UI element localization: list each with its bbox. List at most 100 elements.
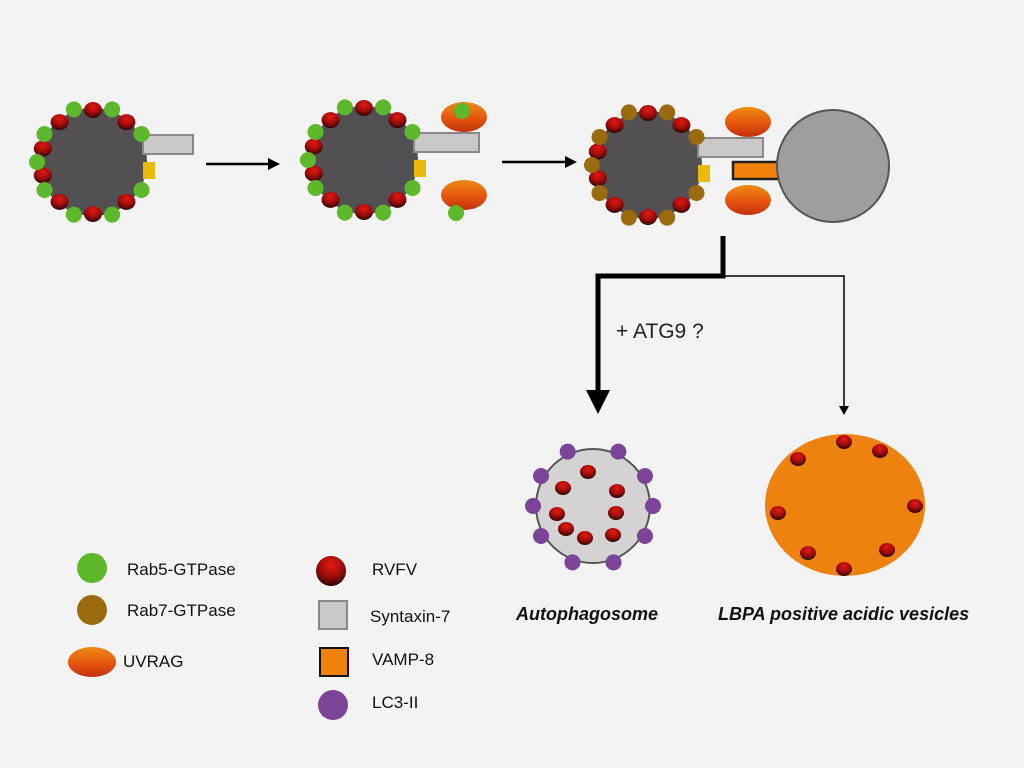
rvfv-particle (84, 102, 102, 118)
lbpa-vesicle-body (765, 434, 925, 576)
lc3-ii-dot (605, 554, 622, 571)
legend-label-vamp8: VAMP-8 (372, 650, 435, 669)
rab5-gtpase-dot (336, 99, 353, 116)
branch-arrow-autophagosome (586, 236, 726, 414)
uvrag-protein (441, 180, 487, 210)
lc3-ii-dot (645, 498, 661, 514)
rab7-gtpase-dot (688, 185, 705, 201)
lc3-ii-dot (559, 443, 576, 460)
rvfv-particle (770, 506, 786, 520)
rab7-gtpase-dot (584, 157, 600, 173)
rab7-gtpase-dot (659, 104, 676, 121)
rvfv-particle (33, 167, 52, 184)
rab5-gtpase-dot (404, 180, 421, 196)
rab7-gtpase-dot (620, 209, 637, 226)
endosome-body (310, 106, 418, 214)
stage-2-uvrag-endosome (300, 99, 487, 221)
rvfv-particle (608, 506, 624, 520)
rvfv-particle (321, 191, 340, 208)
rab5-gtpase-dot (133, 126, 150, 142)
lc3-ii-dot (636, 468, 653, 484)
uvrag-protein (725, 185, 771, 215)
rvfv-particle (605, 117, 624, 134)
rab5-legend-icon (77, 553, 107, 583)
rvfv-particle (872, 444, 888, 458)
autophagosome-label: Autophagosome (516, 604, 658, 624)
rvfv-particle (605, 196, 624, 213)
rab5-gtpase-dot (104, 101, 121, 118)
syntaxin-7-legend-icon (318, 600, 348, 630)
rab5-gtpase-dot (375, 204, 392, 221)
vamp-8-bar (731, 160, 781, 181)
yellow-tag (414, 160, 426, 177)
rvfv-particle (50, 114, 69, 131)
branch-arrow-lbpa (724, 275, 849, 415)
rvfv-particle (588, 143, 607, 160)
rvfv-particle (549, 507, 565, 521)
syntaxin-7-bar (142, 134, 194, 155)
rab7-gtpase-dot (620, 104, 637, 121)
rvfv-particle (580, 465, 596, 479)
rvfv-particle (836, 562, 852, 576)
rvfv-particle (672, 196, 691, 213)
rab5-gtpase-dot (336, 204, 353, 221)
rvfv-particle (588, 170, 607, 187)
rvfv-particle (321, 112, 340, 129)
stage-1-early-endosome (29, 101, 194, 223)
legend-icons (68, 553, 349, 720)
legend-label-uvrag: UVRAG (123, 652, 184, 671)
syntaxin-7-bar (413, 132, 480, 153)
lc3-ii-dot (525, 498, 541, 514)
rab5-gtpase-dot (133, 182, 150, 198)
endosome-body (594, 111, 702, 219)
rvfv-particle (879, 543, 895, 557)
rvfv-particle (355, 204, 373, 220)
vamp-8-legend-icon (319, 647, 349, 677)
rvfv-particle (639, 209, 657, 225)
syntaxin-7-bar (697, 137, 764, 158)
rvfv-particle (907, 499, 923, 513)
lc3-ii-dot (636, 528, 653, 544)
rab5-gtpase-dot (104, 206, 121, 223)
atg9-label: + ATG9 ? (616, 320, 704, 343)
rvfv-particle (609, 484, 625, 498)
lbpa-vesicle-graphic (765, 434, 925, 576)
rvfv-particle (388, 191, 407, 208)
rab7-gtpase-dot (591, 185, 608, 201)
rvfv-particle (355, 100, 373, 116)
rvfv-particle (117, 193, 136, 210)
lc3-ii-dot (564, 554, 581, 571)
yellow-tag (698, 165, 710, 182)
rvfv-particle (800, 546, 816, 560)
rvfv-particle (50, 193, 69, 210)
legend-label-rvfv: RVFV (372, 560, 418, 579)
rab5-gtpase-dot (29, 154, 45, 170)
rvfv-particle (639, 105, 657, 121)
rvfv-particle (33, 140, 52, 157)
lc3-ii-dot (533, 528, 550, 544)
rab5-gtpase-dot (300, 152, 316, 168)
yellow-tag (143, 162, 155, 179)
rvfv-particle (304, 138, 323, 155)
lbpa-vesicles-label: LBPA positive acidic vesicles (718, 604, 970, 624)
rab5-gtpase-dot (307, 180, 324, 196)
rab7-gtpase-dot (659, 209, 676, 226)
arrow-stage1-to-stage2 (206, 158, 280, 170)
rab5-gtpase-dot (65, 101, 82, 118)
rvfv-particle (388, 112, 407, 129)
uvrag-legend-icon (68, 647, 116, 677)
rvfv-particle (577, 531, 593, 545)
rab5-gtpase-dot (454, 103, 470, 119)
rvfv-particle (558, 522, 574, 536)
rvfv-particle (84, 206, 102, 222)
rvfv-particle (672, 117, 691, 134)
rab7-gtpase-dot (591, 129, 608, 145)
rvfv-particle (555, 481, 571, 495)
lc3-ii-dot (533, 468, 550, 484)
legend-label-syntaxin7: Syntaxin-7 (370, 607, 451, 626)
rab5-gtpase-dot (404, 124, 421, 140)
rvfv-particle (117, 114, 136, 131)
rab5-gtpase-dot (307, 124, 324, 140)
uvrag-protein (725, 107, 771, 137)
